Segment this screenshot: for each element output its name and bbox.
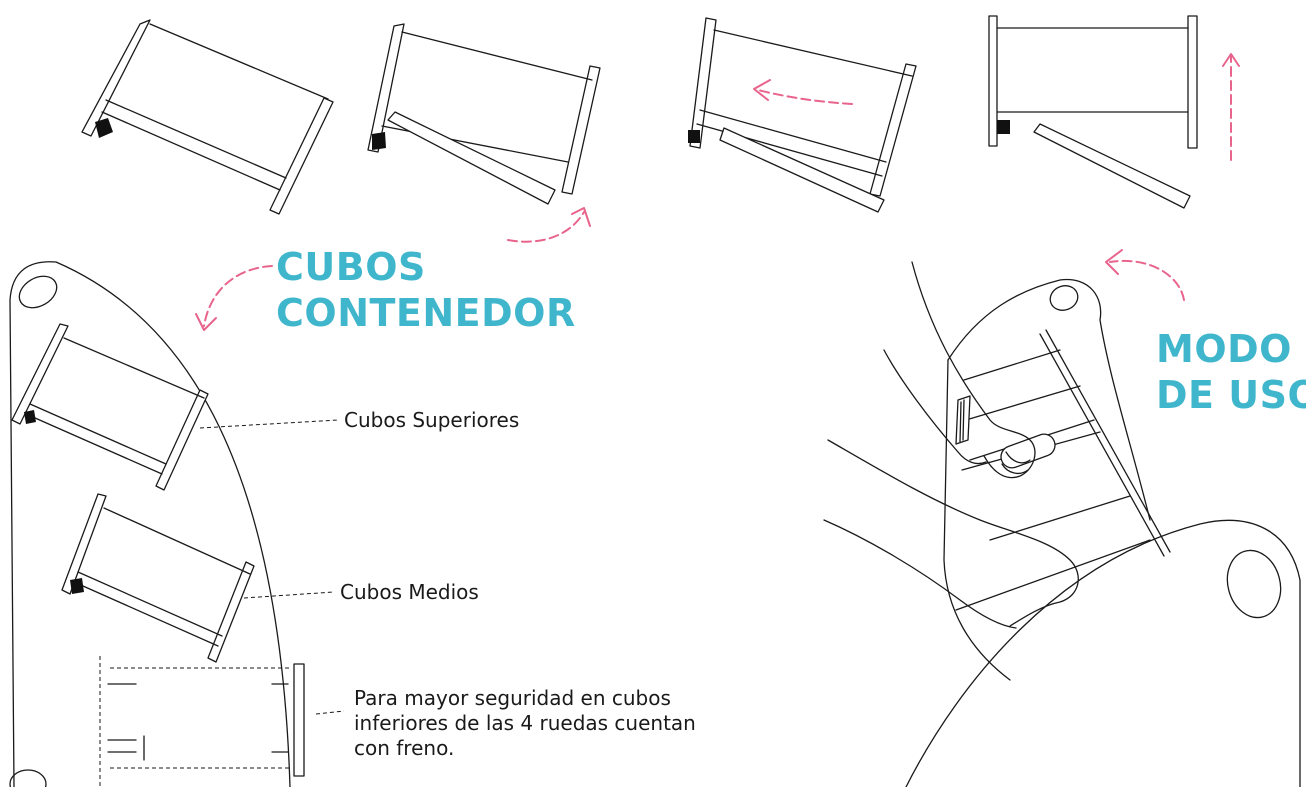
title-modo-de-uso: MODO DE USO	[1156, 326, 1306, 418]
note-line-2: inferiores de las 4 ruedas cuentan	[354, 711, 696, 735]
label-safety-note: Para mayor seguridad en cubos inferiores…	[354, 686, 696, 761]
usage-unit	[943, 278, 1171, 681]
leader-superiores	[199, 419, 339, 429]
lower-drawer-dashed	[99, 656, 305, 787]
leader-medios	[243, 591, 335, 599]
title-cubos-contenedor: CUBOS CONTENEDOR	[276, 244, 576, 336]
arrow-slide-left	[753, 79, 853, 105]
title-line-contenedor: CONTENEDOR	[276, 291, 576, 335]
upper-drawer	[11, 323, 209, 491]
arrow-lift-up	[1222, 53, 1240, 161]
user-arm-lower	[823, 439, 1079, 629]
middle-drawer	[61, 493, 255, 663]
arrow-rotate-down	[507, 207, 591, 243]
usage-base	[905, 519, 1301, 787]
arrow-usage-rotate	[1105, 249, 1185, 301]
label-cubos-medios: Cubos Medios	[340, 580, 479, 604]
step-1-drawer	[81, 19, 334, 215]
title-line-de-uso: DE USO	[1156, 373, 1306, 417]
step-4-drawer	[988, 15, 1198, 209]
title-line-modo: MODO	[1156, 327, 1292, 371]
user-arm-upper	[883, 261, 1036, 479]
arrow-insert-down	[195, 265, 273, 331]
note-line-1: Para mayor seguridad en cubos	[354, 686, 671, 710]
step-3-drawer	[688, 17, 917, 213]
title-line-cubos: CUBOS	[276, 245, 426, 289]
leader-note	[315, 710, 345, 715]
step-2-drawer	[367, 23, 601, 205]
note-line-3: con freno.	[354, 736, 455, 760]
container-body	[9, 261, 291, 787]
label-cubos-superiores: Cubos Superiores	[344, 408, 520, 432]
